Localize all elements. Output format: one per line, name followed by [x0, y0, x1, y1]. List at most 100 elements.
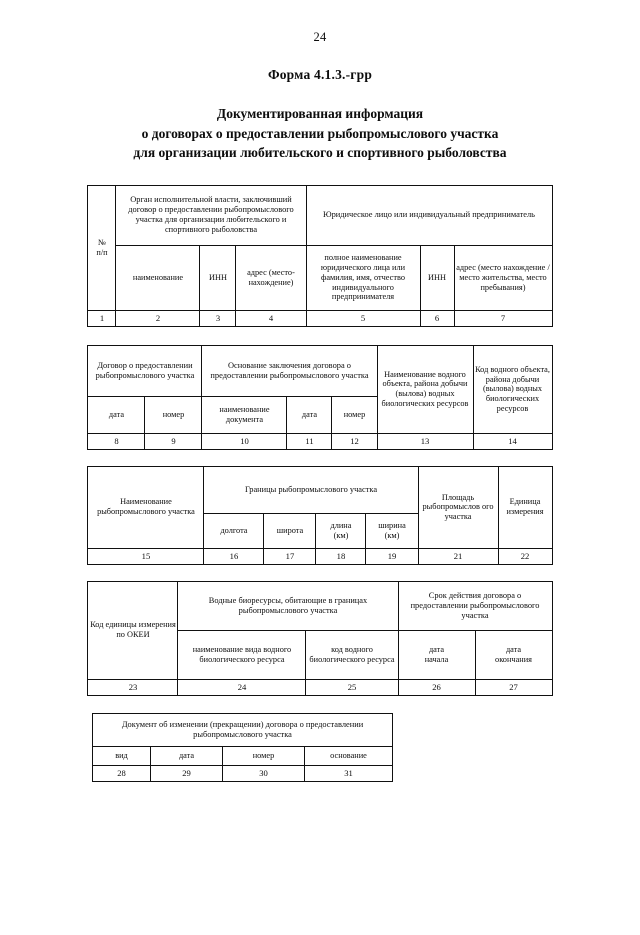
header-width-line-1: ширина [378, 520, 406, 530]
table-contract-basis: Договор о предоставлении рыбопромысловог… [87, 344, 553, 450]
document-title: Документированная информация о договорах… [0, 104, 640, 163]
header-length-line-2: (км) [333, 530, 349, 540]
table-4-wrapper: Код единицы измерения по ОКЕИ Водные био… [0, 580, 640, 696]
header-cell-width: ширина (км) [365, 512, 419, 549]
header-start-date-line-2: начала [424, 654, 449, 664]
header-cell-plot-borders: Границы рыбопромыслового участка [203, 465, 419, 514]
column-number: 27 [474, 678, 553, 696]
table-row: вид дата номер основание [92, 745, 394, 766]
column-number: 16 [203, 547, 265, 565]
header-cell-np: № п/п [87, 184, 117, 311]
column-number: 21 [417, 547, 499, 565]
header-cell-executive-authority: Орган исполнительной власти, заключивший… [115, 184, 307, 246]
header-cell-entity-full-name: полное наименование юридического лица ил… [305, 244, 421, 311]
column-number: 4 [235, 309, 307, 327]
table-row-column-numbers: 23 24 25 26 27 [87, 678, 553, 696]
header-start-date-line-1: дата [428, 644, 445, 654]
header-width-line-2: (км) [384, 530, 400, 540]
header-np-line-2: п/п [96, 247, 108, 257]
header-cell-end-date: дата окончания [474, 629, 553, 680]
header-cell-longitude: долгота [203, 512, 265, 549]
table-row: Наименование рыбопромыслового участка Гр… [87, 465, 553, 549]
column-number: 18 [315, 547, 367, 565]
header-cell-contract-basis: Основание заключения договора о предоста… [201, 344, 378, 397]
column-number: 15 [87, 547, 205, 565]
column-number: 8 [87, 432, 146, 450]
header-cell-waterbody-name: Наименование водного объекта, района доб… [376, 344, 474, 434]
table-row: Документ об изменении (прекращении) дого… [91, 712, 394, 747]
header-cell-authority-inn: ИНН [199, 244, 237, 311]
header-cell-doc-number: номер [222, 745, 305, 766]
table-row: дата номер наименование документа дата н… [87, 395, 552, 434]
column-number: 17 [263, 547, 317, 565]
header-cell-document-name: наименование документа [201, 395, 288, 434]
header-end-date-line-1: дата [505, 644, 522, 654]
column-number: 6 [419, 309, 455, 327]
header-cell-contract-term: Срок действия договора о предоставлении … [397, 580, 553, 631]
column-number: 22 [497, 547, 553, 565]
column-number: 30 [222, 764, 305, 782]
header-cell-length: длина (км) [315, 512, 367, 549]
header-np-line-1: № [98, 237, 106, 247]
table-change-document: Документ об изменении (прекращении) дого… [91, 712, 394, 782]
column-number: 26 [397, 678, 476, 696]
header-cell-basis-date: дата [286, 395, 333, 434]
header-cell-contract: Договор о предоставлении рыбопромысловог… [87, 344, 203, 397]
table-contract-parties: № п/п Орган исполнительной власти, заклю… [87, 184, 553, 327]
header-cell-species-name: наименование вида водного биологического… [177, 629, 307, 680]
document-page: 24 Форма 4.1.3.-грр Документированная ин… [0, 30, 640, 935]
column-number: 14 [472, 432, 553, 450]
header-cell-measurement-unit: Единица измерения [497, 465, 553, 549]
column-number: 9 [144, 432, 203, 450]
header-cell-doc-kind: вид [92, 745, 151, 766]
column-number: 23 [87, 678, 179, 696]
header-cell-contract-date: дата [87, 395, 146, 434]
column-number: 3 [199, 309, 237, 327]
header-end-date-line-2: окончания [495, 654, 532, 664]
table-row: Код единицы измерения по ОКЕИ Водные био… [87, 580, 553, 680]
header-cell-start-date: дата начала [397, 629, 476, 680]
column-number: 5 [305, 309, 421, 327]
table-row: № п/п Орган исполнительной власти, заклю… [87, 184, 553, 311]
document-title-line-1: Документированная информация [216, 106, 424, 121]
header-cell-latitude: широта [263, 512, 317, 549]
table-5-wrapper: Документ об изменении (прекращении) дого… [0, 712, 640, 782]
header-cell-authority-name: наименование [115, 244, 201, 311]
column-number: 29 [150, 764, 223, 782]
column-number: 13 [376, 432, 474, 450]
form-code: Форма 4.1.3.-грр [267, 67, 373, 82]
table-row-column-numbers: 28 29 30 31 [92, 764, 394, 782]
document-title-line-2: о договорах о предоставлении рыбопромысл… [141, 125, 499, 141]
column-number: 12 [331, 432, 378, 450]
table-3-wrapper: Наименование рыбопромыслового участка Гр… [0, 465, 640, 565]
table-plot-borders: Наименование рыбопромыслового участка Гр… [87, 465, 553, 565]
header-cell-entity-inn: ИНН [419, 244, 455, 311]
column-number: 11 [286, 432, 333, 450]
header-length-line-1: длина [330, 520, 352, 530]
column-number: 19 [365, 547, 419, 565]
header-cell-species-code: код водного биологического ресурса [305, 629, 399, 680]
header-cell-contract-number: номер [144, 395, 203, 434]
column-number: 25 [305, 678, 399, 696]
header-cell-basis-number: номер [331, 395, 378, 434]
table-row-column-numbers: 15 16 17 18 19 21 22 [87, 547, 553, 565]
header-cell-doc-basis: основание [303, 745, 394, 766]
page-number: 24 [313, 30, 327, 44]
header-cell-authority-address: адрес (место-нахождение) [235, 244, 307, 311]
header-cell-okei-unit-code: Код единицы измерения по ОКЕИ [87, 580, 179, 680]
table-1-wrapper: № п/п Орган исполнительной власти, заклю… [0, 184, 640, 327]
column-number: 1 [87, 309, 117, 327]
table-row: наименование ИНН адрес (место-нахождение… [88, 244, 553, 311]
column-number: 28 [92, 764, 151, 782]
column-number: 10 [201, 432, 288, 450]
header-cell-legal-entity: Юридическое лицо или индивидуальный пред… [305, 184, 553, 246]
table-row: Договор о предоставлении рыбопромысловог… [87, 344, 553, 434]
header-cell-plot-area: Площадь рыбопромыслов ого участка [417, 465, 499, 549]
table-row-column-numbers: 1 2 3 4 5 6 7 [87, 309, 553, 327]
header-cell-change-document: Документ об изменении (прекращении) дого… [91, 712, 394, 747]
header-cell-plot-name: Наименование рыбопромыслового участка [87, 465, 205, 549]
table-bioresources-term: Код единицы измерения по ОКЕИ Водные био… [87, 580, 553, 696]
column-number: 2 [115, 309, 201, 327]
table-row: наименование вида водного биологического… [88, 629, 553, 680]
header-cell-entity-address: адрес (место нахождение / место жительст… [453, 244, 553, 311]
